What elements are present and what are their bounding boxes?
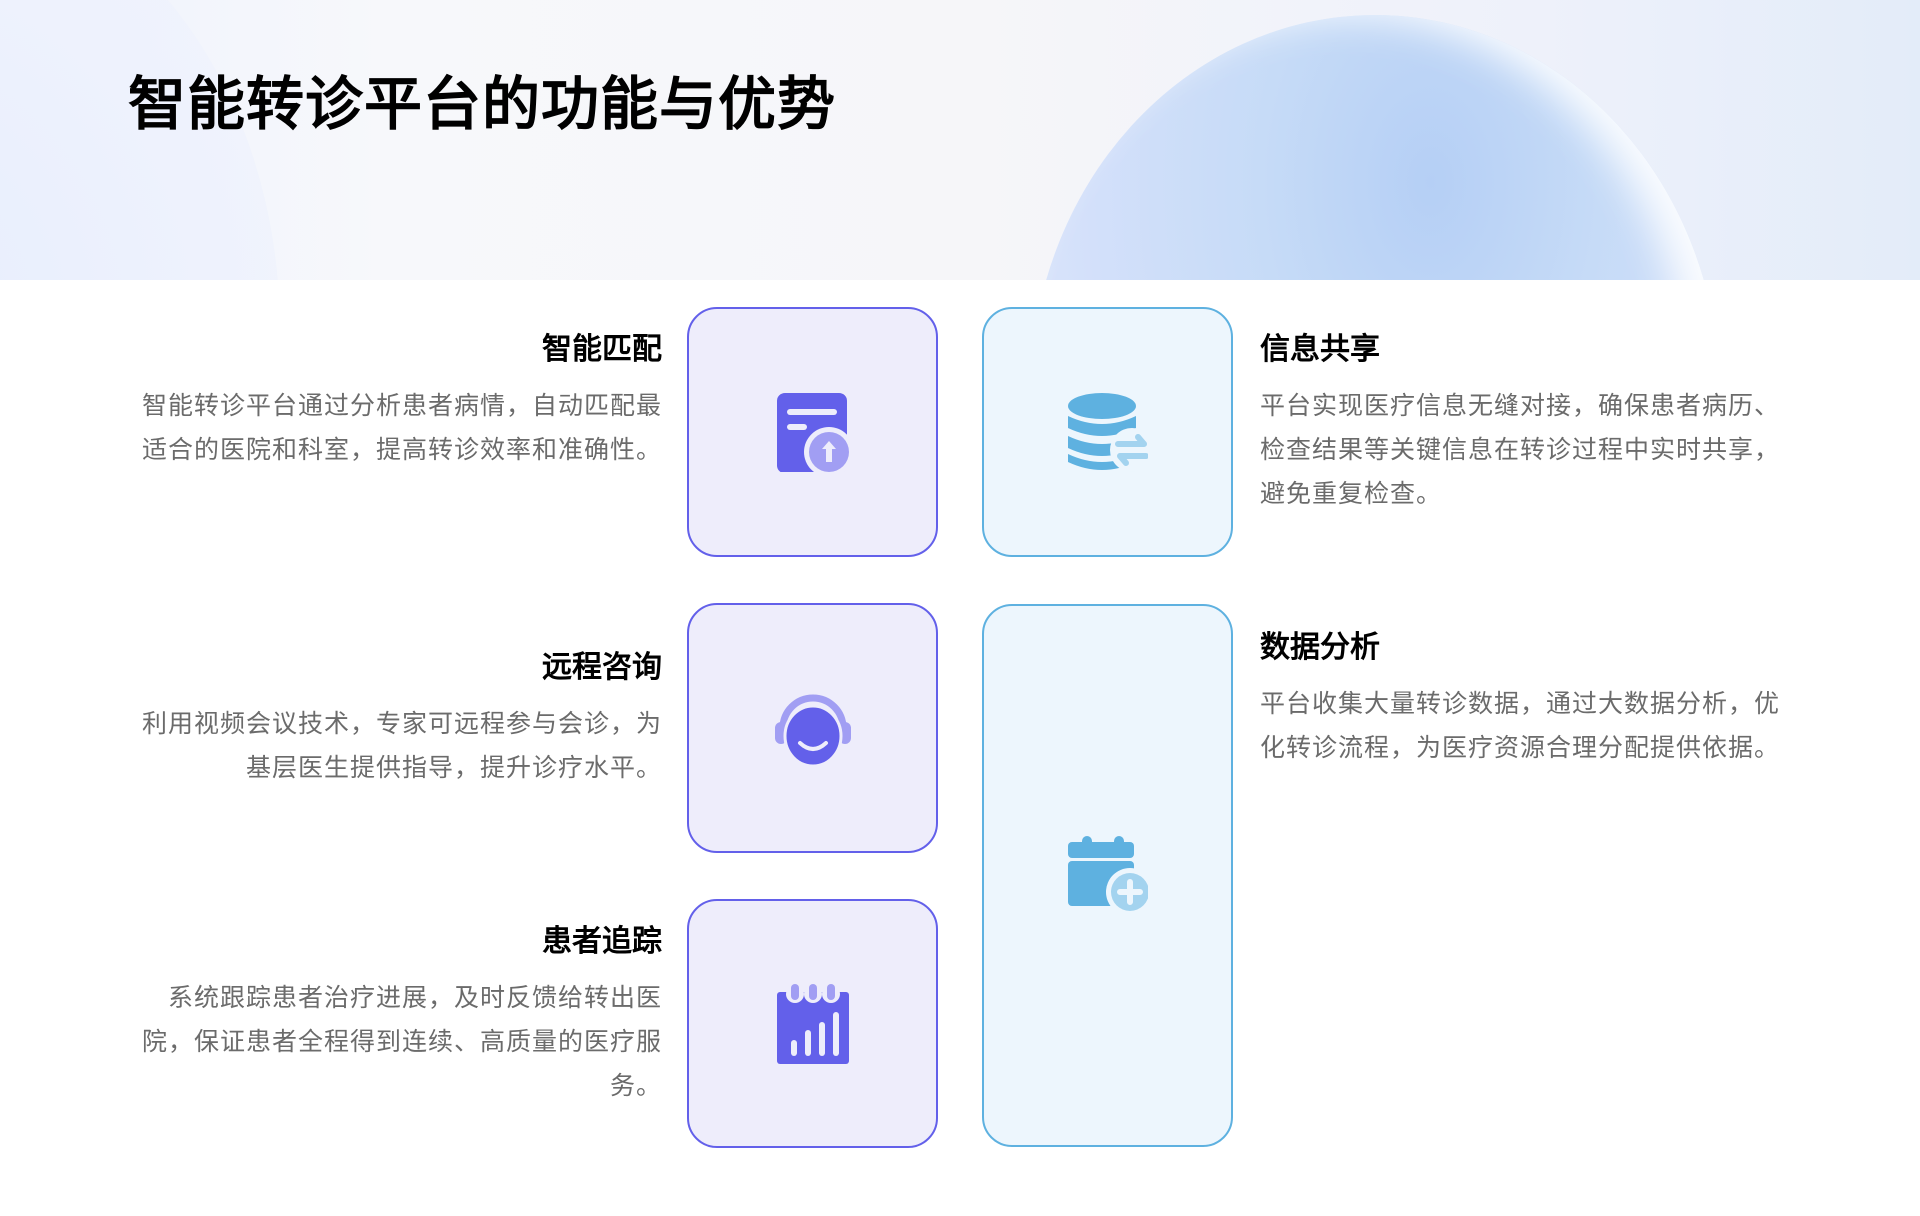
feature-patient-tracking: 患者追踪 系统跟踪患者治疗进展，及时反馈给转出医院，保证患者全程得到连续、高质量… xyxy=(132,922,662,1108)
page-title: 智能转诊平台的功能与优势 xyxy=(128,72,837,137)
feature-title: 远程咨询 xyxy=(542,651,662,684)
feature-description: 系统跟踪患者治疗进展，及时反馈给转出医院，保证患者全程得到连续、高质量的医疗服务… xyxy=(141,984,662,1100)
database-exchange-icon xyxy=(1067,393,1148,472)
feature-description: 平台收集大量转诊数据，通过大数据分析，优化转诊流程，为医疗资源合理分配提供依据。 xyxy=(1260,690,1781,762)
decorative-blob-right xyxy=(1030,15,1720,280)
document-upload-icon xyxy=(776,392,853,472)
feature-description: 平台实现医疗信息无缝对接，确保患者病历、检查结果等关键信息在转诊过程中实时共享，… xyxy=(1260,392,1781,508)
feature-smart-matching: 智能匹配 智能转诊平台通过分析患者病情，自动匹配最适合的医院和科室，提高转诊效率… xyxy=(132,330,662,472)
feature-data-analysis: 数据分析 平台收集大量转诊数据，通过大数据分析，优化转诊流程，为医疗资源合理分配… xyxy=(1260,628,1790,770)
feature-card-patient-tracking xyxy=(687,899,938,1148)
notepad-chart-icon xyxy=(776,983,849,1064)
feature-title: 患者追踪 xyxy=(542,925,662,958)
feature-card-smart-matching xyxy=(687,307,938,557)
feature-card-remote-consultation xyxy=(687,603,938,853)
calendar-add-icon xyxy=(1067,835,1148,916)
feature-title: 信息共享 xyxy=(1260,333,1380,366)
feature-remote-consultation: 远程咨询 利用视频会议技术，专家可远程参与会诊，为基层医生提供指导，提升诊疗水平… xyxy=(132,648,662,790)
hero-banner: 智能转诊平台的功能与优势 xyxy=(0,0,1920,280)
headset-support-icon xyxy=(774,694,851,768)
feature-title: 数据分析 xyxy=(1260,631,1380,664)
feature-card-data-analysis xyxy=(982,604,1233,1147)
feature-card-info-sharing xyxy=(982,307,1233,557)
feature-info-sharing: 信息共享 平台实现医疗信息无缝对接，确保患者病历、检查结果等关键信息在转诊过程中… xyxy=(1260,330,1790,516)
feature-description: 智能转诊平台通过分析患者病情，自动匹配最适合的医院和科室，提高转诊效率和准确性。 xyxy=(141,392,662,464)
feature-title: 智能匹配 xyxy=(542,333,662,366)
feature-description: 利用视频会议技术，专家可远程参与会诊，为基层医生提供指导，提升诊疗水平。 xyxy=(141,710,662,782)
